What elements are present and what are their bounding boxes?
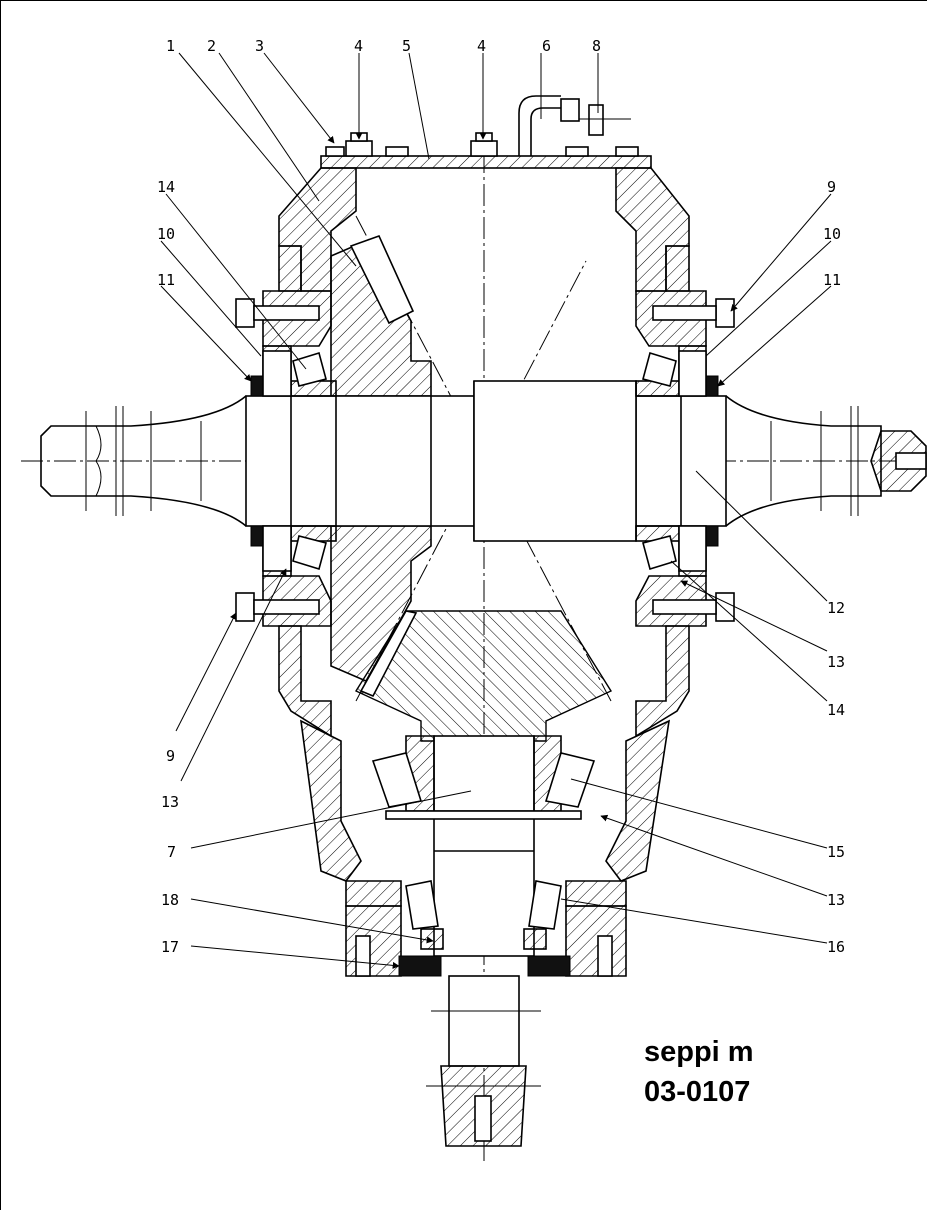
leader-lines [160, 52, 832, 969]
top-cover [320, 132, 652, 169]
callout-8: 8 [592, 37, 601, 55]
breather-pipe [518, 95, 631, 156]
callout-9-right: 9 [827, 178, 836, 196]
callout-13-left: 13 [161, 793, 179, 811]
callout-15: 15 [827, 843, 845, 861]
callout-3: 3 [255, 37, 264, 55]
callout-5: 5 [402, 37, 411, 55]
callout-10-left: 10 [157, 225, 175, 243]
callout-17: 17 [161, 938, 179, 956]
callout-13-center: 13 [827, 891, 845, 909]
callout-18: 18 [161, 891, 179, 909]
callout-2: 2 [207, 37, 216, 55]
callout-4-left: 4 [354, 37, 363, 55]
horizontal-shaft [40, 380, 927, 542]
callout-14-left: 14 [157, 178, 175, 196]
callout-7: 7 [167, 843, 176, 861]
drawing-stamp: seppi m 03-0107 [644, 1036, 754, 1108]
pinion-gear [354, 610, 613, 742]
horizontal-bearings [250, 350, 719, 572]
vertical-shaft [426, 735, 541, 1147]
stamp-line-2: 03-0107 [644, 1076, 750, 1108]
callout-11-right: 11 [823, 271, 841, 289]
callout-labels: 1 2 3 4 5 4 6 8 14 10 11 9 10 11 12 13 1… [157, 37, 845, 956]
callout-11-left: 11 [157, 271, 175, 289]
callout-6: 6 [542, 37, 551, 55]
callout-4-right: 4 [477, 37, 486, 55]
vertical-bearings [371, 735, 596, 977]
callout-10-right: 10 [823, 225, 841, 243]
side-bolts [235, 298, 735, 622]
crown-gear [330, 234, 432, 683]
callout-9-left: 9 [166, 747, 175, 765]
callout-13-right: 13 [827, 653, 845, 671]
stamp-line-1: seppi m [644, 1036, 754, 1068]
callout-1: 1 [166, 37, 175, 55]
callout-14-right: 14 [827, 701, 845, 719]
callout-16: 16 [827, 938, 845, 956]
callout-12: 12 [827, 599, 845, 617]
